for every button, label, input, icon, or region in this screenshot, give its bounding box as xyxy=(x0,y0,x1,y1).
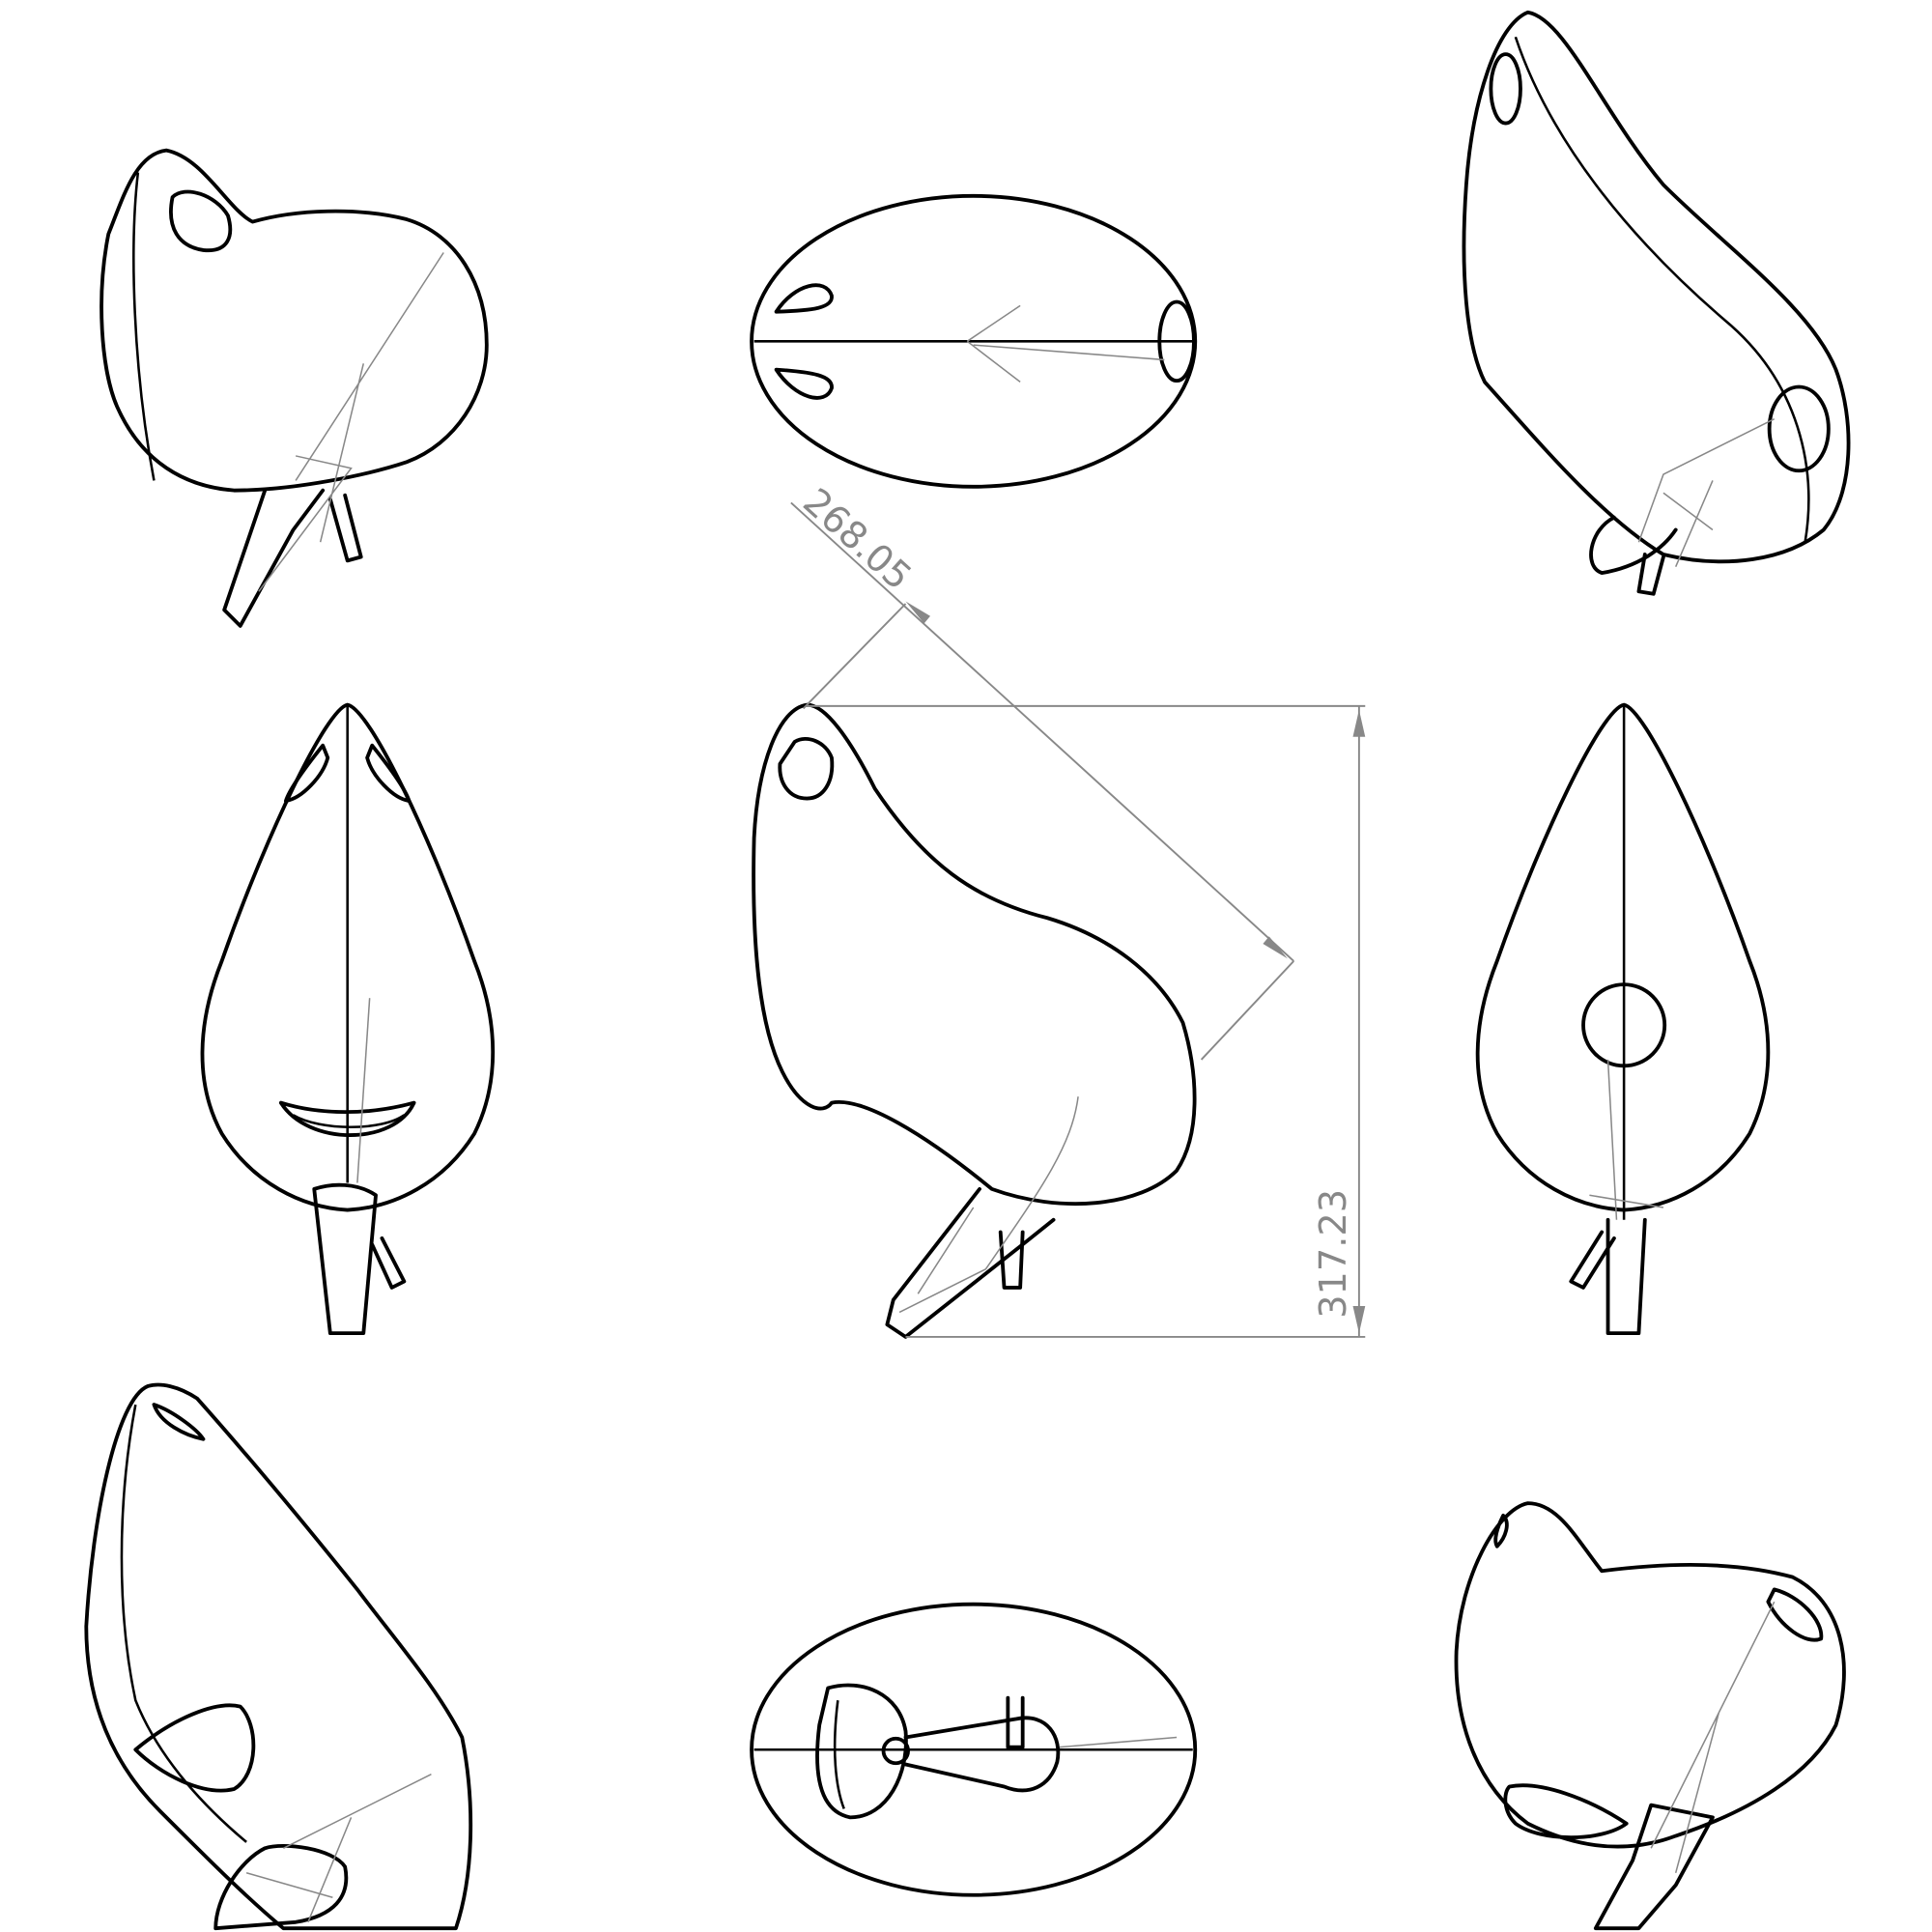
view-top xyxy=(750,193,1198,489)
view-front xyxy=(752,702,1197,1339)
view-isometric-bottom-right xyxy=(1454,1501,1846,1931)
dimension-height-label: 317.23 xyxy=(1312,1189,1355,1319)
dimension-arrow xyxy=(905,601,931,624)
dimension-arrow xyxy=(1352,1306,1366,1334)
dimension-arrow xyxy=(1263,936,1288,959)
view-back xyxy=(200,702,496,1336)
view-isometric-top-right xyxy=(1462,10,1851,596)
view-bottom xyxy=(750,1602,1198,1897)
view-isometric-bottom-left xyxy=(84,1382,473,1931)
view-side xyxy=(1475,702,1771,1336)
dimension-arrow xyxy=(1352,709,1366,737)
dimension-diagonal-label: 268.05 xyxy=(794,480,920,599)
dimension-height: 317.23 xyxy=(807,704,1366,1338)
view-isometric-top-left xyxy=(99,148,489,628)
